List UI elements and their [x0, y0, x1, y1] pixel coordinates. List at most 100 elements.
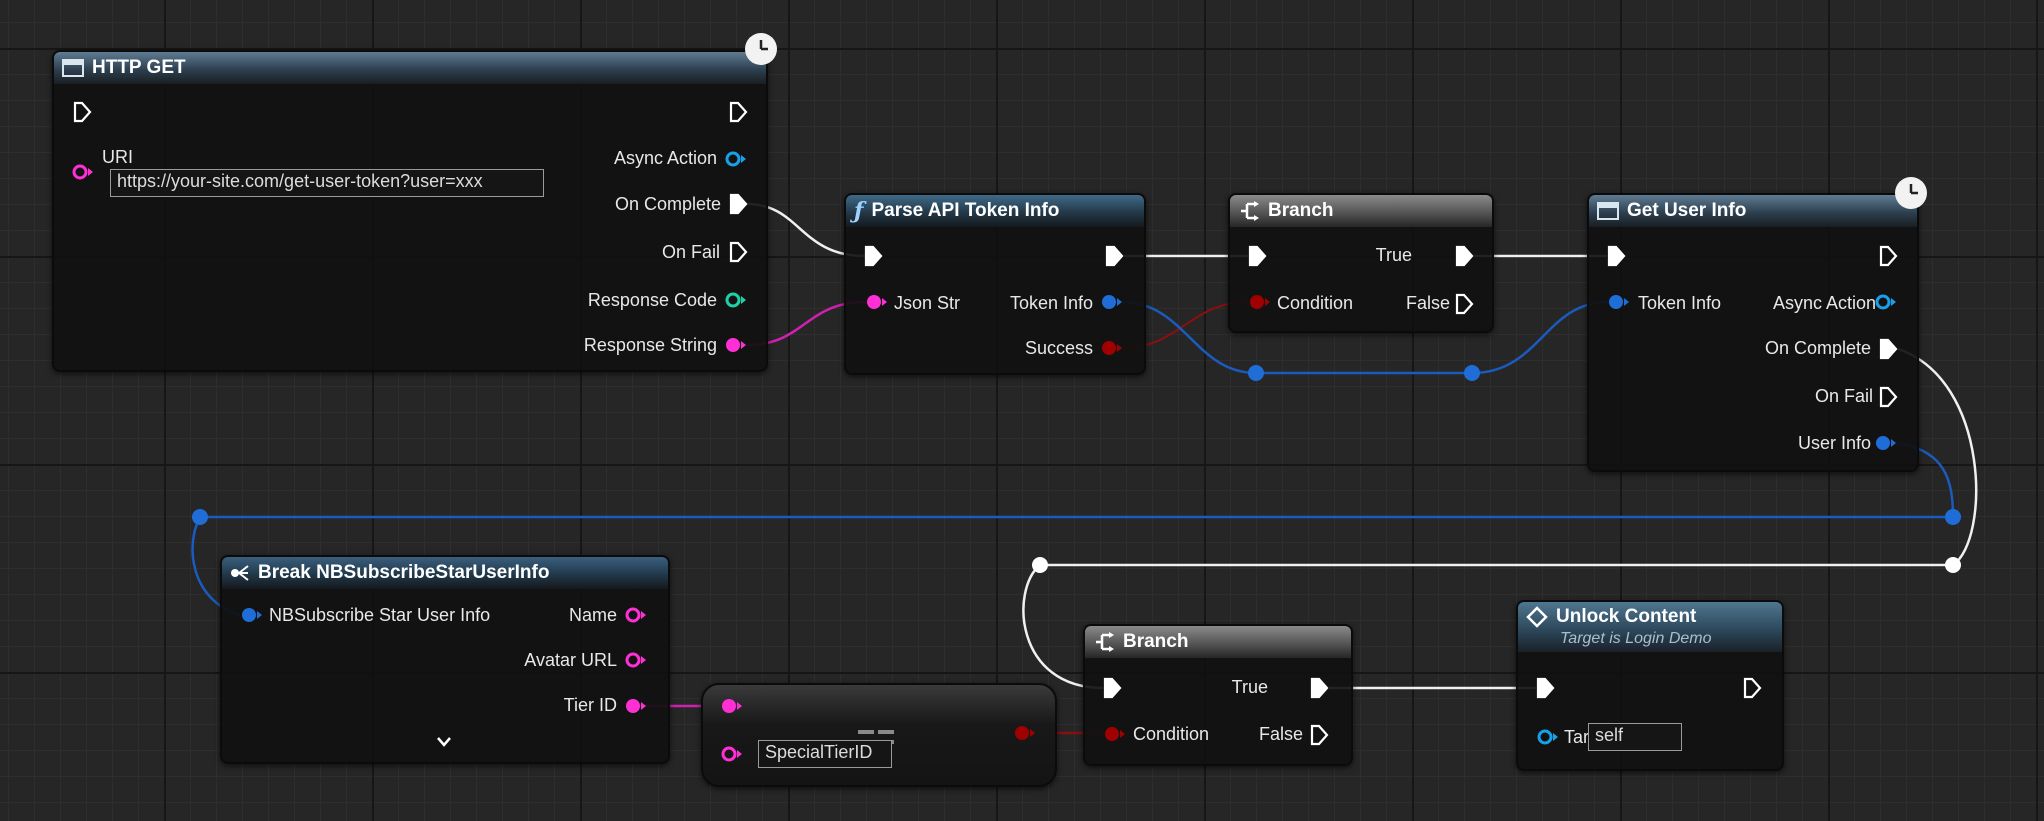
token-info-label: Token Info — [1009, 293, 1093, 313]
wire-exec-knot-to-branch2[interactable] — [1022, 564, 1104, 690]
exec-out-pin[interactable] — [728, 101, 748, 128]
unlock-event-icon — [1526, 606, 1548, 628]
exec-in-pin[interactable] — [1102, 677, 1122, 704]
node-parse-api-token-info[interactable]: ƒ Parse API Token Info — [844, 193, 1146, 375]
function-icon: ƒ — [854, 198, 864, 224]
async-action-pin[interactable] — [1873, 292, 1897, 317]
node-title: Break NBSubscribeStarUserInfo — [258, 562, 550, 583]
reroute-knot-struct[interactable] — [1945, 509, 1961, 525]
false-label: False — [1405, 293, 1450, 313]
reroute-knot-struct[interactable] — [192, 509, 208, 525]
response-string-pin[interactable] — [723, 335, 747, 360]
true-label: True — [1375, 245, 1412, 265]
node-equal-compact[interactable] — [701, 683, 1057, 787]
false-pin[interactable] — [1454, 293, 1474, 320]
false-pin[interactable] — [1309, 724, 1329, 751]
success-pin[interactable] — [1099, 338, 1123, 363]
json-str-pin[interactable] — [864, 292, 888, 317]
exec-in-pin[interactable] — [1535, 677, 1555, 704]
node-function-icon — [1597, 201, 1619, 221]
node-header: ƒ Parse API Token Info — [846, 195, 1144, 227]
condition-pin[interactable] — [1247, 292, 1271, 317]
struct-input-pin[interactable] — [239, 605, 263, 630]
node-get-user-info[interactable]: Get User Info — [1587, 193, 1919, 472]
chevron-down-icon[interactable] — [435, 735, 453, 754]
uri-pin[interactable] — [70, 162, 94, 187]
name-label: Name — [568, 605, 617, 625]
target-self-input[interactable]: self — [1588, 723, 1682, 751]
node-title: Parse API Token Info — [871, 200, 1060, 221]
node-title: HTTP GET — [92, 57, 186, 78]
exec-out-pin[interactable] — [1104, 245, 1124, 272]
on-fail-pin[interactable] — [728, 241, 748, 268]
response-code-pin[interactable] — [723, 290, 747, 315]
reroute-knot-exec[interactable] — [1945, 557, 1961, 573]
on-complete-label: On Complete — [614, 194, 721, 214]
break-struct-icon — [230, 563, 250, 583]
node-http-get[interactable]: HTTP GET — [52, 50, 768, 372]
avatar-url-pin[interactable] — [623, 650, 647, 675]
node-branch-1[interactable]: Branch — [1228, 193, 1494, 333]
reroute-knot-struct[interactable] — [1248, 365, 1264, 381]
node-header: HTTP GET — [54, 52, 766, 84]
exec-in-pin[interactable] — [863, 245, 883, 272]
target-pin[interactable] — [1535, 727, 1559, 752]
avatar-url-label: Avatar URL — [524, 650, 617, 670]
reroute-knot-struct[interactable] — [1464, 365, 1480, 381]
success-label: Success — [1024, 338, 1093, 358]
equal-input-a-pin[interactable] — [719, 696, 743, 721]
wire-exec-oncomplete-to-knot[interactable] — [1897, 347, 1978, 567]
json-str-label: Json Str — [894, 293, 961, 313]
condition-pin[interactable] — [1102, 724, 1126, 749]
tier-id-pin[interactable] — [623, 696, 647, 721]
on-fail-pin[interactable] — [1878, 386, 1898, 413]
special-tier-id-input[interactable]: SpecialTierID — [758, 740, 892, 768]
true-pin[interactable] — [1454, 245, 1474, 272]
on-complete-pin[interactable] — [1878, 338, 1898, 365]
on-fail-label: On Fail — [661, 242, 720, 262]
exec-out-pin[interactable] — [1742, 677, 1762, 704]
exec-out-pin[interactable] — [1878, 245, 1898, 272]
node-title: Get User Info — [1627, 200, 1747, 221]
token-info-input-pin[interactable] — [1606, 292, 1630, 317]
node-header: Get User Info — [1589, 195, 1917, 227]
name-pin[interactable] — [623, 605, 647, 630]
struct-input-label: NBSubscribe Star User Info — [269, 605, 491, 625]
response-string-label: Response String — [583, 335, 717, 355]
exec-in-pin[interactable] — [72, 101, 92, 128]
token-info-input-label: Token Info — [1638, 293, 1722, 313]
user-info-pin[interactable] — [1873, 433, 1897, 458]
user-info-label: User Info — [1797, 433, 1871, 453]
async-action-pin[interactable] — [723, 149, 747, 174]
token-info-pin[interactable] — [1099, 292, 1123, 317]
node-break-user-info[interactable]: Break NBSubscribeStarUserInfo — [220, 555, 670, 764]
node-header: Break NBSubscribeStarUserInfo — [222, 557, 668, 589]
equal-output-pin[interactable] — [1012, 723, 1036, 748]
true-pin[interactable] — [1309, 677, 1329, 704]
uri-input[interactable]: https://your-site.com/get-user-token?use… — [110, 169, 544, 197]
branch-icon — [1093, 632, 1115, 652]
latent-clock-icon — [745, 33, 777, 65]
node-title: Branch — [1268, 200, 1334, 221]
on-complete-label: On Complete — [1764, 338, 1871, 358]
response-code-label: Response Code — [587, 290, 717, 310]
node-subtitle: Target is Login Demo — [1560, 630, 1712, 647]
async-action-label: Async Action — [613, 148, 717, 168]
condition-label: Condition — [1277, 293, 1354, 313]
node-function-icon — [62, 58, 84, 78]
exec-in-pin[interactable] — [1606, 245, 1626, 272]
on-complete-pin[interactable] — [728, 193, 748, 220]
condition-label: Condition — [1133, 724, 1210, 744]
node-branch-2[interactable]: Branch — [1083, 624, 1353, 766]
node-header: Branch — [1230, 195, 1492, 227]
node-title: Branch — [1123, 631, 1189, 652]
node-header: Branch — [1085, 626, 1351, 658]
exec-in-pin[interactable] — [1247, 245, 1267, 272]
node-header: Unlock Content Target is Login Demo — [1518, 602, 1782, 652]
equal-input-b-pin[interactable] — [719, 744, 743, 769]
tier-id-label: Tier ID — [563, 695, 617, 715]
node-title: Unlock Content — [1556, 606, 1697, 627]
false-label: False — [1258, 724, 1303, 744]
reroute-knot-exec[interactable] — [1032, 557, 1048, 573]
uri-label: URI — [102, 147, 133, 167]
